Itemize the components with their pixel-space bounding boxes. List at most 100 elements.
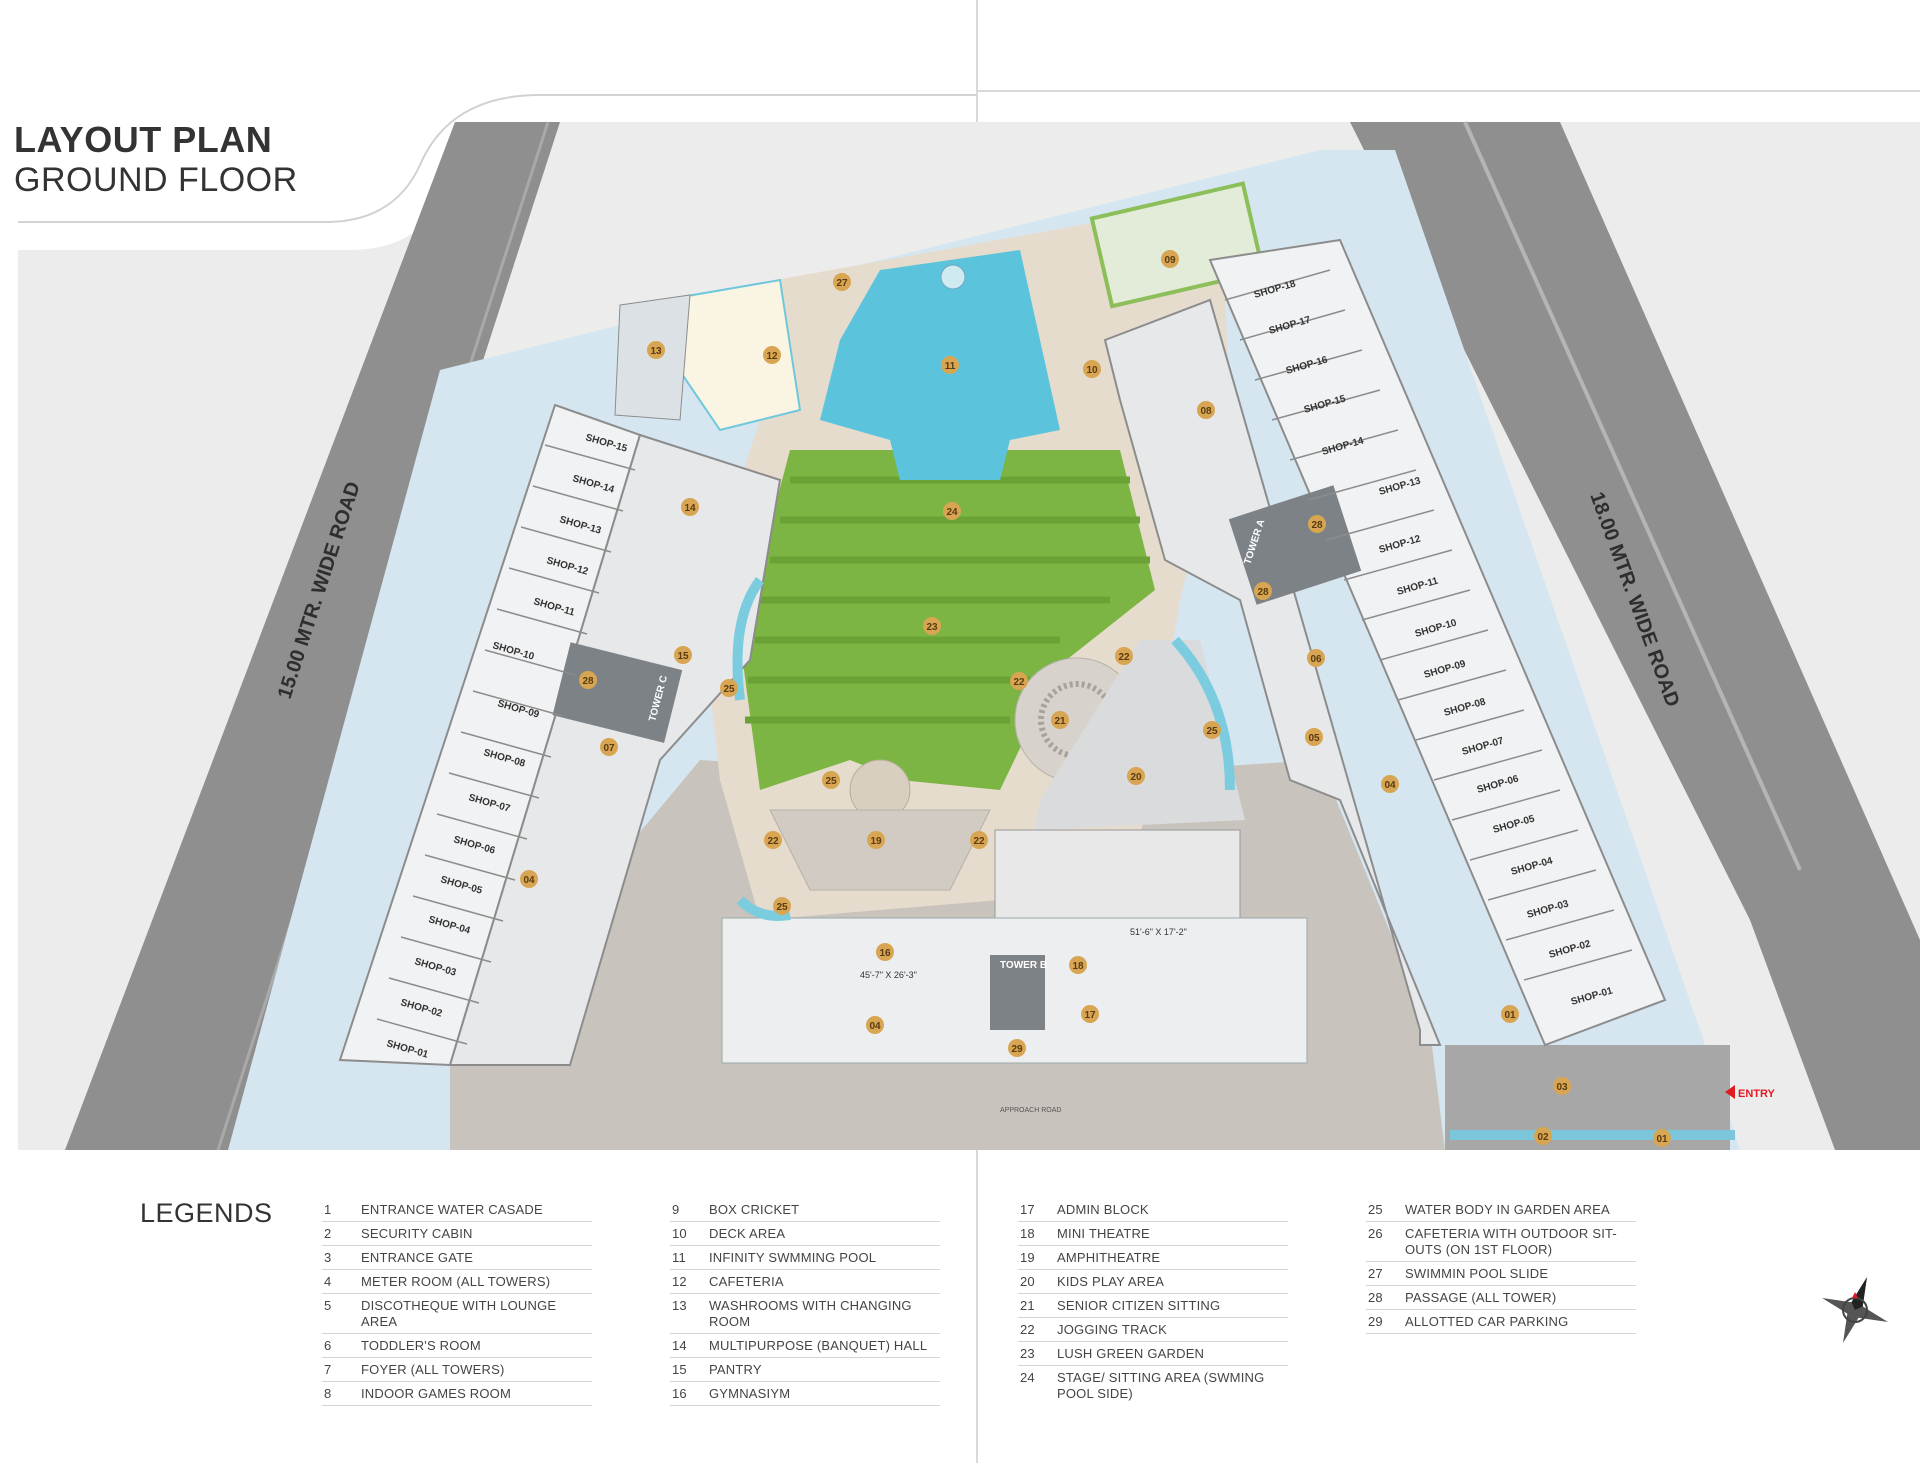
svg-text:12: 12 [766, 351, 778, 362]
marker: 01 [1653, 1129, 1671, 1147]
marker: 02 [1534, 1127, 1552, 1145]
approach-road-label: APPROACH ROAD [1000, 1107, 1061, 1114]
svg-text:27: 27 [836, 278, 848, 289]
marker: 25 [822, 771, 840, 789]
marker: 05 [1305, 728, 1323, 746]
marker: 25 [720, 679, 738, 697]
legend-markers: 27 09 13 12 11 10 08 14 24 28 28 23 15 2… [520, 250, 1671, 1147]
svg-text:02: 02 [1537, 1132, 1549, 1143]
svg-text:04: 04 [869, 1021, 881, 1032]
marker: 19 [867, 831, 885, 849]
right-road [1350, 122, 1920, 1150]
page-title: LAYOUT PLAN GROUND FLOOR [14, 120, 298, 200]
svg-text:22: 22 [973, 836, 985, 847]
right-road-edge [1463, 121, 1802, 871]
marker: 22 [1115, 647, 1133, 665]
marker: 21 [1051, 711, 1069, 729]
marker: 03 [1553, 1077, 1571, 1095]
theatre-size-label: 51'-6" X 17'-2" [1130, 927, 1187, 937]
svg-text:01: 01 [1656, 1134, 1668, 1145]
svg-text:25: 25 [723, 684, 735, 695]
left-road [65, 122, 560, 1150]
north-compass-icon [1822, 1277, 1888, 1343]
water-body-amphitheatre [736, 896, 791, 921]
marker: 10 [1083, 360, 1101, 378]
tower-c-core [552, 642, 683, 743]
tower-b-core [990, 955, 1045, 1030]
title-tab-outline [18, 94, 976, 223]
center-fold-line-bottom [976, 1150, 978, 1463]
pool-slide-disc [940, 264, 966, 290]
right-shops-block [1208, 238, 1667, 1047]
right-shop-dividers [1224, 269, 1633, 981]
marker: 06 [1307, 649, 1325, 667]
svg-text:23: 23 [926, 622, 938, 633]
tower-b-label: TOWER B [1000, 960, 1047, 971]
svg-text:04: 04 [523, 875, 535, 886]
marker: 22 [764, 831, 782, 849]
svg-text:14: 14 [684, 503, 696, 514]
site-plan: SHOP-15 SHOP-14 SHOP-13 SHOP-12 SHOP-11 … [18, 94, 1920, 1150]
mini-theatre-block [994, 829, 1241, 921]
title-ground-floor: GROUND FLOOR [14, 161, 298, 199]
svg-text:05: 05 [1308, 733, 1320, 744]
marker: 04 [1381, 775, 1399, 793]
marker: 01 [1501, 1005, 1519, 1023]
water-body-garden-right [1171, 636, 1235, 791]
marker: 18 [1069, 956, 1087, 974]
svg-text:22: 22 [767, 836, 779, 847]
svg-text:25: 25 [776, 902, 788, 913]
marker: 14 [681, 498, 699, 516]
center-fold-line-top [976, 0, 978, 122]
svg-text:17: 17 [1084, 1010, 1096, 1021]
tower-a-core [1228, 485, 1362, 605]
svg-text:24: 24 [946, 507, 958, 518]
entry-arrow-icon [1725, 1085, 1735, 1099]
marker: 11 [941, 356, 959, 374]
marker: 07 [600, 738, 618, 756]
marker: 17 [1081, 1005, 1099, 1023]
svg-text:06: 06 [1310, 654, 1322, 665]
svg-text:22: 22 [1118, 652, 1130, 663]
marker: 09 [1161, 250, 1179, 268]
svg-text:20: 20 [1130, 772, 1142, 783]
svg-text:07: 07 [603, 743, 615, 754]
water-body-garden-left [732, 577, 765, 701]
svg-text:25: 25 [1206, 726, 1218, 737]
svg-text:16: 16 [879, 948, 891, 959]
marker: 13 [647, 341, 665, 359]
svg-text:03: 03 [1556, 1082, 1568, 1093]
marker: 22 [970, 831, 988, 849]
left-shop-dividers [376, 444, 636, 1045]
marker: 24 [943, 502, 961, 520]
amphitheatre-steps [769, 809, 991, 891]
svg-text:22: 22 [1013, 677, 1025, 688]
marker: 04 [520, 870, 538, 888]
svg-text:11: 11 [945, 361, 956, 372]
kids-play-area [1035, 640, 1245, 830]
